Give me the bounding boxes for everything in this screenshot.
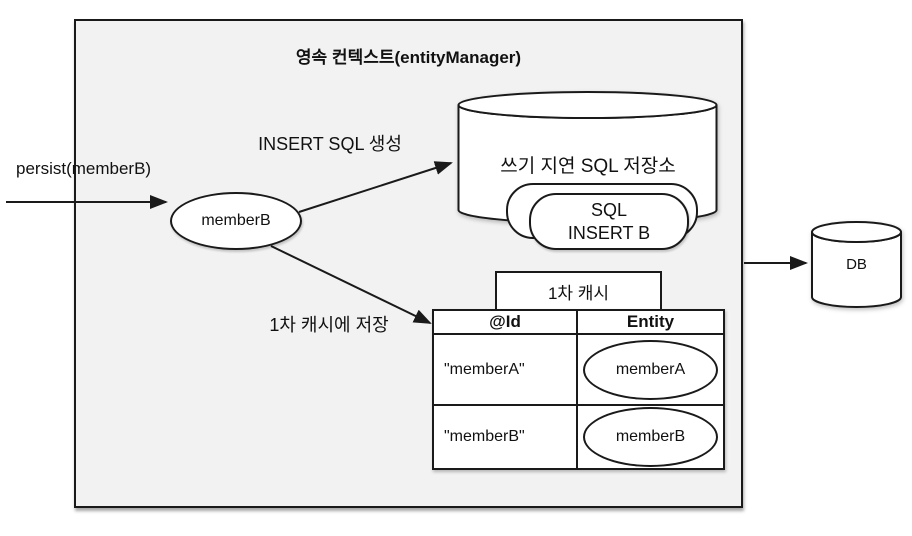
cache-row2-entity-cell: memberB	[578, 406, 723, 468]
insert-sql-arrow-label: INSERT SQL 생성	[258, 134, 402, 154]
db-label: DB	[846, 256, 867, 273]
first-level-cache-tab-label: 1차 캐시	[547, 283, 610, 303]
persistence-context-title: 영속 컨텍스트(entityManager)	[295, 48, 522, 67]
sql-store-title: 쓰기 지연 SQL 저장소	[500, 156, 676, 177]
cache-header-id: @Id	[434, 311, 578, 335]
first-level-cache-tab: 1차 캐시	[495, 271, 662, 311]
sql-card-front: SQL INSERT B	[529, 193, 689, 250]
entity-memberA-cache-label: memberA	[615, 360, 686, 378]
cache-save-arrow-label: 1차 캐시에 저장	[269, 315, 389, 335]
entity-memberB-ellipse: memberB	[170, 192, 302, 250]
cache-row1-id-cell: "memberA"	[434, 335, 578, 406]
persist-call-label: persist(memberB)	[16, 159, 152, 178]
cache-header-entity: Entity	[578, 311, 723, 335]
sql-card-line1: SQL	[590, 200, 628, 220]
entity-memberB-label: memberB	[201, 212, 271, 229]
cache-row1-entity-cell: memberA	[578, 335, 723, 406]
entity-memberA-cache-ellipse: memberA	[583, 339, 718, 400]
sql-card-line2: INSERT B	[567, 222, 651, 243]
cache-table: @Id Entity "memberA" memberA "memberB" m…	[432, 309, 725, 470]
cache-row2-id-cell: "memberB"	[434, 406, 578, 468]
entity-memberB-cache-ellipse: memberB	[583, 407, 718, 467]
entity-memberB-cache-label: memberB	[615, 428, 686, 445]
